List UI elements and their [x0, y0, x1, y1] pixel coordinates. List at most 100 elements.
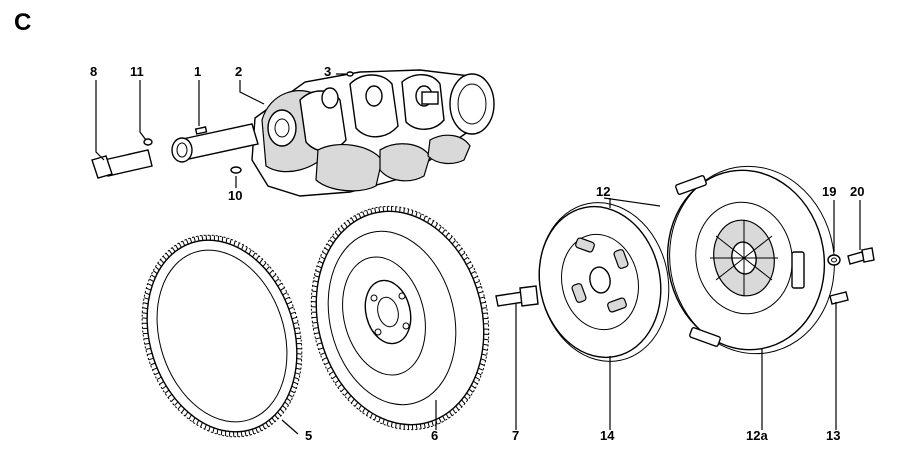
gear-tooth: [175, 244, 179, 250]
gear-tooth: [295, 332, 301, 335]
gear-tooth: [434, 223, 438, 229]
gear-tooth: [192, 417, 196, 423]
gear-tooth: [407, 209, 410, 215]
gear-tooth: [374, 207, 377, 213]
gear-tooth: [225, 237, 228, 243]
gear-tooth: [322, 251, 327, 256]
gear-tooth: [347, 395, 352, 400]
gear-tooth: [188, 414, 192, 420]
gear-tooth: [149, 278, 154, 283]
gear-tooth: [150, 274, 156, 279]
gear-tooth: [378, 207, 381, 213]
gear-tooth: [193, 236, 196, 242]
gear-tooth: [415, 424, 418, 430]
gear-tooth: [366, 210, 369, 216]
gear-tooth: [326, 243, 332, 248]
label-12: 12: [596, 184, 610, 199]
gear-tooth: [152, 367, 158, 371]
gear-tooth: [142, 317, 148, 319]
gear-tooth: [419, 213, 422, 219]
gear-tooth: [445, 232, 450, 238]
gear-tooth: [274, 414, 279, 420]
gear-tooth: [315, 270, 321, 273]
gear-tooth: [445, 413, 450, 419]
gear-tooth: [438, 226, 442, 231]
gear-tooth: [290, 311, 296, 315]
gear-tooth: [419, 423, 422, 429]
flywheel: [310, 205, 490, 431]
gear-tooth: [468, 388, 474, 393]
gear-tooth: [205, 235, 208, 241]
gear-tooth: [340, 387, 346, 393]
gear-tooth: [442, 415, 446, 421]
gear-tooth: [390, 421, 393, 427]
gear-tooth: [322, 357, 328, 361]
gear-tooth: [318, 347, 324, 350]
gear-tooth: [142, 307, 148, 310]
gear-tooth: [470, 270, 476, 275]
gear-tooth: [146, 287, 152, 291]
gear-tooth: [474, 376, 480, 380]
gear-tooth: [478, 291, 484, 294]
gear-tooth: [479, 363, 485, 366]
gear-tooth: [463, 256, 469, 261]
gear-tooth: [331, 235, 337, 240]
gear-tooth: [472, 275, 478, 279]
gear-tooth: [366, 410, 370, 416]
gear-tooth: [427, 422, 430, 428]
gear-tooth: [476, 372, 482, 376]
gear-tooth: [233, 240, 236, 246]
label-8: 8: [90, 64, 97, 79]
gear-tooth: [350, 398, 355, 404]
gear-tooth: [237, 242, 240, 248]
gear-tooth: [378, 417, 381, 423]
label-12a: 12a: [746, 428, 768, 443]
gear-tooth: [382, 206, 385, 212]
gear-tooth: [316, 342, 322, 345]
gear-tooth: [481, 353, 487, 356]
gear-tooth: [466, 261, 471, 265]
gear-tooth: [159, 381, 164, 385]
gear-tooth: [290, 389, 295, 394]
gear-tooth: [181, 408, 185, 414]
gear-tooth: [220, 430, 223, 436]
gear-tooth: [258, 426, 262, 432]
gear-tooth: [294, 376, 300, 380]
gear-tooth: [262, 262, 267, 267]
gear-tooth: [481, 307, 487, 309]
gear-tooth: [347, 219, 352, 225]
gear-tooth: [154, 372, 160, 376]
gear-tooth: [448, 236, 453, 241]
leader-lines: [95, 73, 861, 435]
gear-tooth: [295, 372, 301, 375]
gear-tooth: [337, 228, 342, 234]
gear-tooth: [334, 232, 339, 237]
gear-tooth: [248, 249, 252, 255]
gear-tooth: [296, 362, 302, 365]
gear-tooth: [471, 384, 476, 389]
gear-tooth: [277, 411, 282, 417]
label-14: 14: [600, 428, 615, 443]
gear-tooth: [293, 322, 299, 325]
gear-tooth: [331, 375, 337, 380]
gear-tooth: [165, 252, 170, 258]
gear-tooth: [370, 413, 373, 419]
gear-tooth: [473, 380, 478, 385]
gear-tooth: [212, 427, 215, 433]
gear-tooth: [150, 362, 156, 366]
gear-tooth: [284, 296, 290, 300]
gear-tooth: [316, 265, 322, 269]
gear-tooth: [329, 371, 334, 375]
gear-tooth: [312, 285, 318, 288]
ring-gear: [141, 234, 303, 438]
gear-tooth: [411, 210, 414, 216]
gear-tooth: [403, 207, 405, 214]
gear-tooth: [148, 357, 154, 361]
gear-tooth: [474, 280, 480, 284]
gear-tooth: [295, 367, 301, 370]
gear-tooth: [320, 256, 326, 260]
gear-tooth: [358, 213, 362, 219]
gear-tooth: [178, 242, 182, 248]
gear-tooth: [454, 243, 460, 249]
gear-tooth: [461, 399, 466, 404]
